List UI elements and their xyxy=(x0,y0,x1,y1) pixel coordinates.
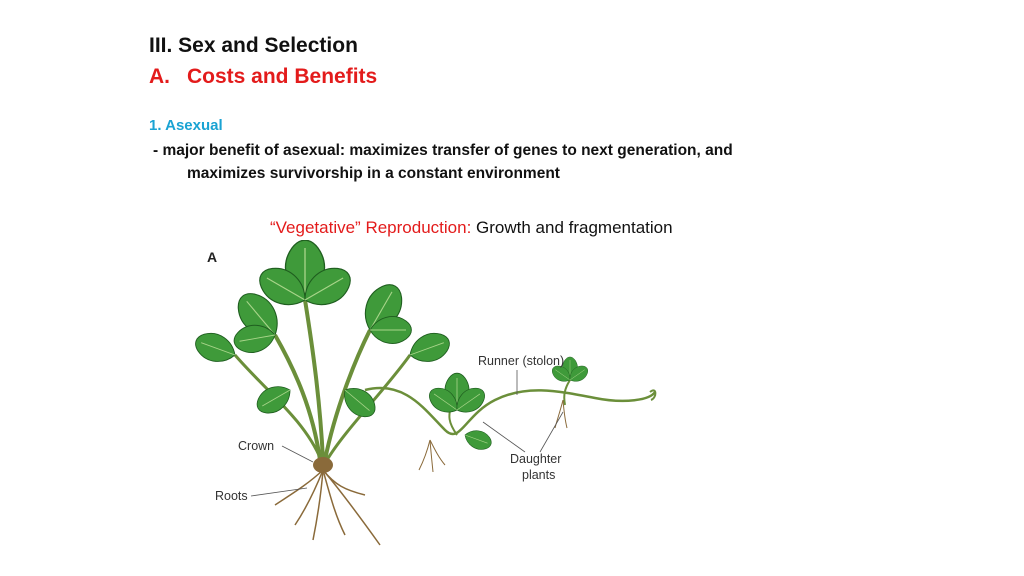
bullet-text: - major benefit of asexual: maximizes tr… xyxy=(153,139,733,185)
label-runner: Runner (stolon) xyxy=(478,354,564,368)
strawberry-plant-illustration: A xyxy=(195,240,675,560)
caption-black: Growth and fragmentation xyxy=(471,218,672,237)
bullet-line-2: maximizes survivorship in a constant env… xyxy=(153,162,733,185)
label-roots: Roots xyxy=(215,489,248,503)
panel-label: A xyxy=(207,249,217,265)
subtitle-text: Costs and Benefits xyxy=(187,65,377,88)
figure-caption: “Vegetative” Reproduction: Growth and fr… xyxy=(270,218,673,238)
label-crown: Crown xyxy=(238,439,274,453)
label-daughter-1: Daughter xyxy=(510,452,561,466)
runner-stolon xyxy=(365,388,655,434)
slide-title: III. Sex and Selection xyxy=(149,35,358,56)
bullet-line-1: - major benefit of asexual: maximizes tr… xyxy=(153,142,733,159)
subtitle-letter: A. xyxy=(149,66,187,87)
label-daughter-2: plants xyxy=(522,468,555,482)
daughter-plant-1 xyxy=(419,373,494,472)
slide-subtitle: A.Costs and Benefits xyxy=(149,66,377,87)
section-heading: 1. Asexual xyxy=(149,117,223,134)
caption-red: “Vegetative” Reproduction: xyxy=(270,218,471,237)
